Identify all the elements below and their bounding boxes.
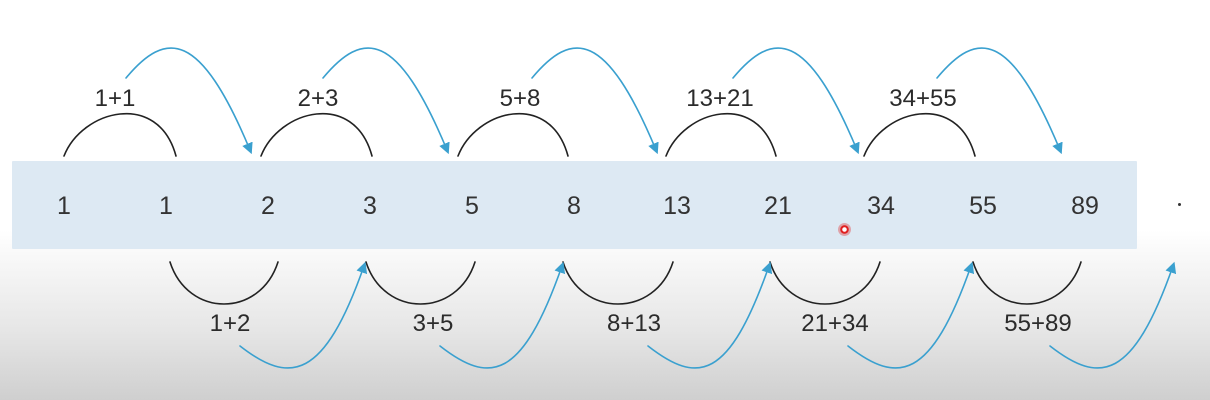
sequence-number: 8 <box>567 192 581 220</box>
bottom-result-arrow <box>239 261 368 369</box>
sequence-number: 89 <box>1071 192 1099 220</box>
top-sum-arc <box>863 113 976 157</box>
bottom-sum-arc <box>169 261 279 305</box>
bottom-sum-label: 8+13 <box>606 310 662 337</box>
top-sum-arc <box>63 112 177 157</box>
top-result-arrow <box>936 47 1063 155</box>
bottom-result-arrow <box>647 261 773 369</box>
pointer-cursor-icon <box>838 223 851 236</box>
bottom-result-arrow <box>1049 261 1177 369</box>
sequence-number: 21 <box>764 192 792 220</box>
top-sum-arc <box>457 113 569 157</box>
top-result-arrow <box>322 47 450 155</box>
sequence-strip <box>12 161 1137 249</box>
bottom-sum-label: 21+34 <box>801 310 869 337</box>
sequence-number: 5 <box>465 192 479 220</box>
sequence-number: 3 <box>363 192 377 220</box>
top-sum-label: 1+1 <box>94 85 136 112</box>
top-sum-arc <box>260 113 373 157</box>
top-sum-label: 34+55 <box>889 85 957 112</box>
bottom-result-arrow <box>847 261 975 369</box>
sequence-number: 55 <box>969 192 997 220</box>
bottom-sum-arc <box>769 261 881 305</box>
top-result-arrow <box>732 47 860 155</box>
top-sum-label: 13+21 <box>686 85 754 112</box>
top-sum-label: 2+3 <box>297 85 339 112</box>
bottom-sum-label: 3+5 <box>412 310 454 337</box>
sequence-number: 1 <box>159 192 173 220</box>
sequence-number: 1 <box>57 192 71 220</box>
sequence-number: 2 <box>261 192 275 220</box>
trailing-ellipsis-dot <box>1178 203 1181 206</box>
top-result-arrow <box>531 47 659 155</box>
bottom-sum-label: 1+2 <box>209 310 251 337</box>
top-result-arrow <box>125 47 253 155</box>
top-sum-label: 5+8 <box>499 85 541 112</box>
top-sum-arc <box>665 113 777 157</box>
bottom-result-arrow <box>439 261 566 369</box>
bottom-sum-arc <box>365 261 476 305</box>
bottom-sum-arc <box>562 261 674 305</box>
bottom-sum-arc <box>972 261 1082 305</box>
sequence-number: 13 <box>663 192 691 220</box>
bottom-sum-label: 55+89 <box>1004 310 1072 337</box>
sequence-number: 34 <box>867 192 895 220</box>
